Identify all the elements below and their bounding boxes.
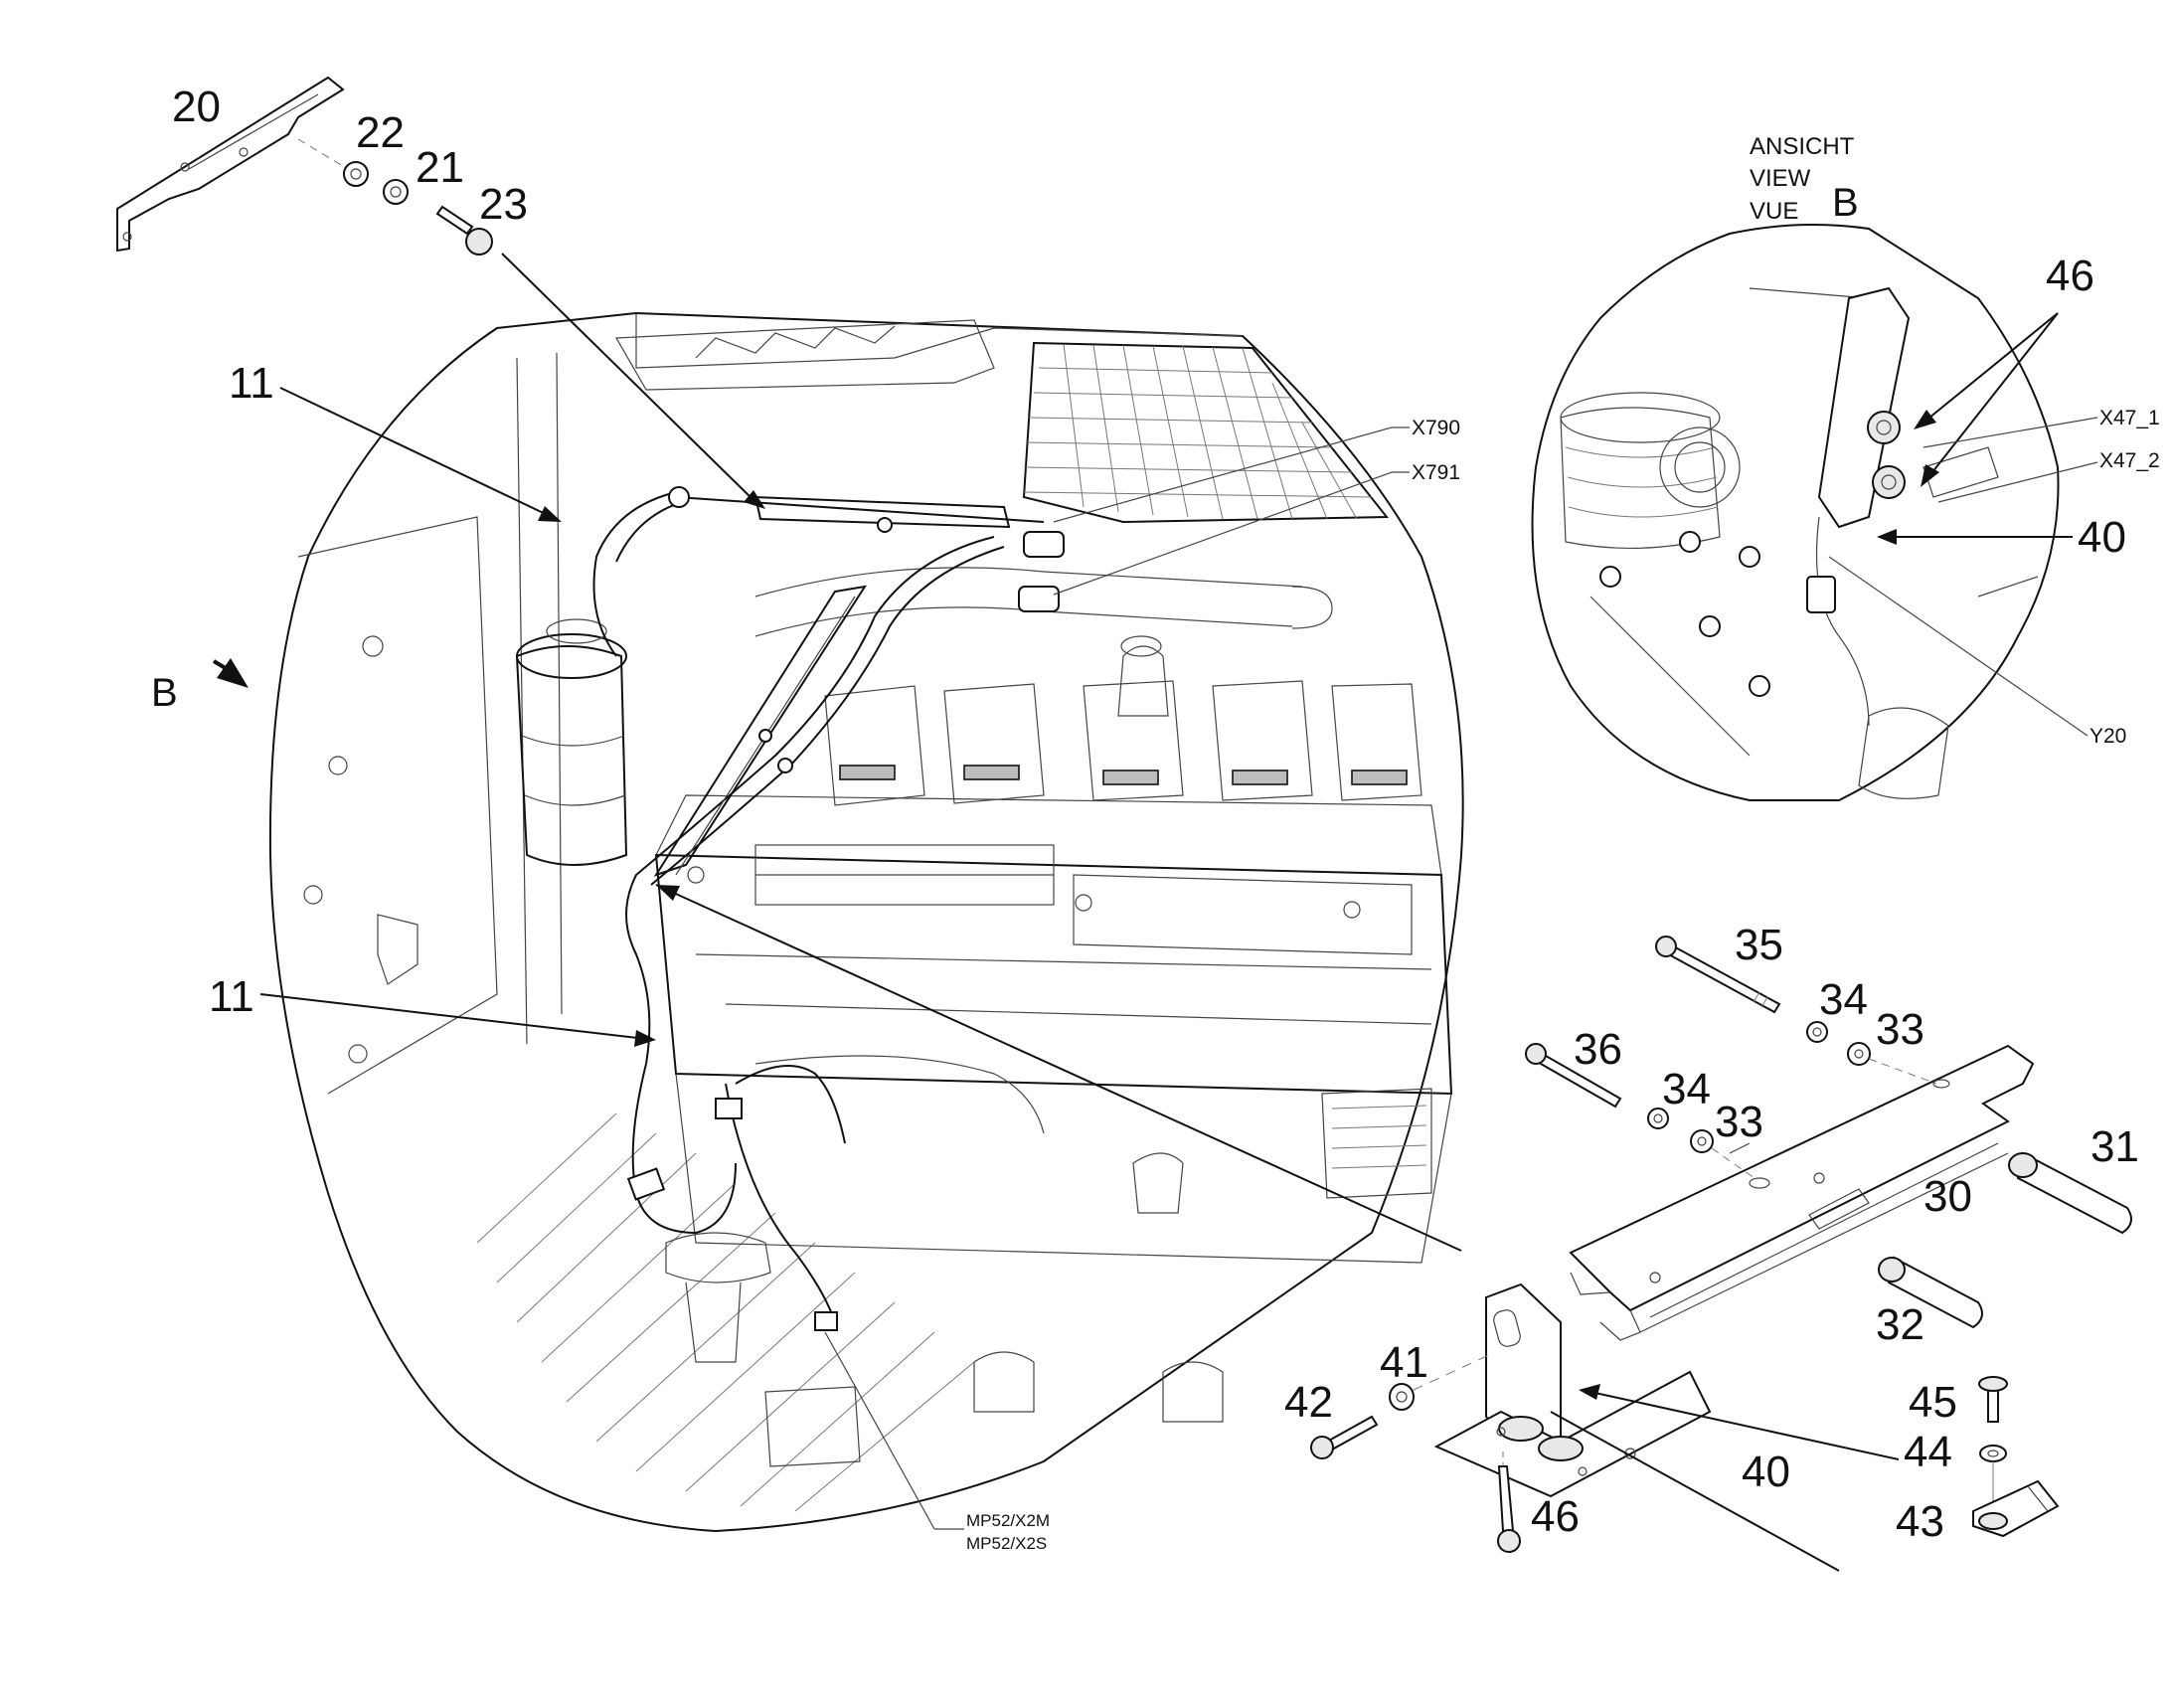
callout-46-bottom: 46 [1531,1492,1580,1541]
intake-pipe-2 [754,606,1293,637]
part-20-bracket [116,76,345,253]
callout-41: 41 [1380,1338,1428,1387]
callout-42: 42 [1284,1378,1333,1427]
radiator-grille [1022,341,1390,524]
callout-40-detail: 40 [2078,513,2126,562]
washer-41 [1389,1383,1415,1411]
callout-34-upper: 34 [1819,975,1868,1024]
callout-11-top: 11 [229,359,274,408]
screw-42 [1310,1415,1379,1459]
callout-20: 20 [172,83,221,131]
view-title-fr: VUE [1750,198,1798,225]
part-40-rod [1550,1411,1840,1572]
connector-x47-2: X47_2 [2099,449,2160,472]
left-upright [516,357,528,1045]
callout-23: 23 [479,180,528,229]
engine-block [654,794,1453,1264]
cable-harness [592,486,1045,1331]
screw-46 [1497,1465,1521,1553]
view-letter: B [1832,181,1859,225]
intake-pipe [754,567,1303,598]
fuel-filter [515,618,628,866]
detail-view-b [1531,224,2060,801]
callout-46-detail: 46 [2046,252,2094,300]
cover-plate [614,319,995,391]
connector-x791: X791 [1412,461,1460,484]
screw-45 [1978,1376,2008,1423]
callout-32: 32 [1876,1300,1924,1349]
lower-pulley [665,1232,771,1283]
connector-x47-1: X47_1 [2099,407,2160,429]
washer-33-lower [1690,1129,1714,1153]
view-title-de: ANSICHT [1750,133,1855,160]
callout-36: 36 [1574,1025,1622,1074]
floor-hatching [476,1112,975,1512]
side-panel [297,516,498,1095]
engine-main-view [268,311,1464,1533]
callout-33-upper: 33 [1876,1005,1924,1054]
cylinder-heads [824,635,1422,806]
connector-y20: Y20 [2089,725,2126,748]
part-30-bracket [1569,1044,2035,1341]
connector-mp52-x2s: MP52/X2S [966,1534,1047,1553]
connector-mp52-x2m: MP52/X2M [966,1511,1050,1530]
callout-22: 22 [356,108,405,157]
detail-boundary [1531,224,2060,801]
screw-35 [1655,936,1781,1014]
callout-43: 43 [1896,1497,1944,1546]
part-31-sleeve [2008,1151,2132,1235]
left-upright-2 [556,352,563,1015]
washer-21 [383,179,409,205]
view-arrow-label: B [151,671,178,715]
labels: 20 22 21 23 11 11 X790 X791 MP52/X2M MP5… [151,83,2160,1553]
part-43-clamp [1972,1479,2060,1538]
washer-34-upper [1806,1021,1828,1043]
connector-x790: X790 [1412,417,1460,439]
callout-21: 21 [416,143,464,192]
callout-35: 35 [1735,921,1783,969]
connector-rail [653,495,1065,877]
cover-ribs [695,325,896,359]
washer-34-lower [1647,1108,1669,1129]
callout-31: 31 [2090,1122,2139,1171]
callout-44: 44 [1904,1428,1952,1476]
screw-23 [435,205,493,256]
callout-40-bottom: 40 [1742,1448,1790,1496]
part-32-sleeve [1878,1256,1983,1329]
view-title-en: VIEW [1750,165,1811,192]
callout-33-lower: 33 [1715,1098,1763,1146]
view-direction-arrow [212,658,249,688]
leader-lines [259,253,2098,1530]
callout-11-bottom: 11 [209,972,254,1021]
nut-43-washer [1979,1445,2007,1501]
callout-34-lower: 34 [1662,1065,1711,1113]
washer-33-upper [1847,1042,1871,1066]
screw-36 [1525,1043,1622,1109]
part-44-bracket [1433,1282,1712,1498]
callout-45: 45 [1909,1378,1957,1427]
right-pump [1321,1088,1432,1199]
view-boundary [268,311,1464,1533]
washer-22 [343,161,369,187]
callout-30: 30 [1923,1172,1972,1221]
top-frame [635,313,1244,369]
